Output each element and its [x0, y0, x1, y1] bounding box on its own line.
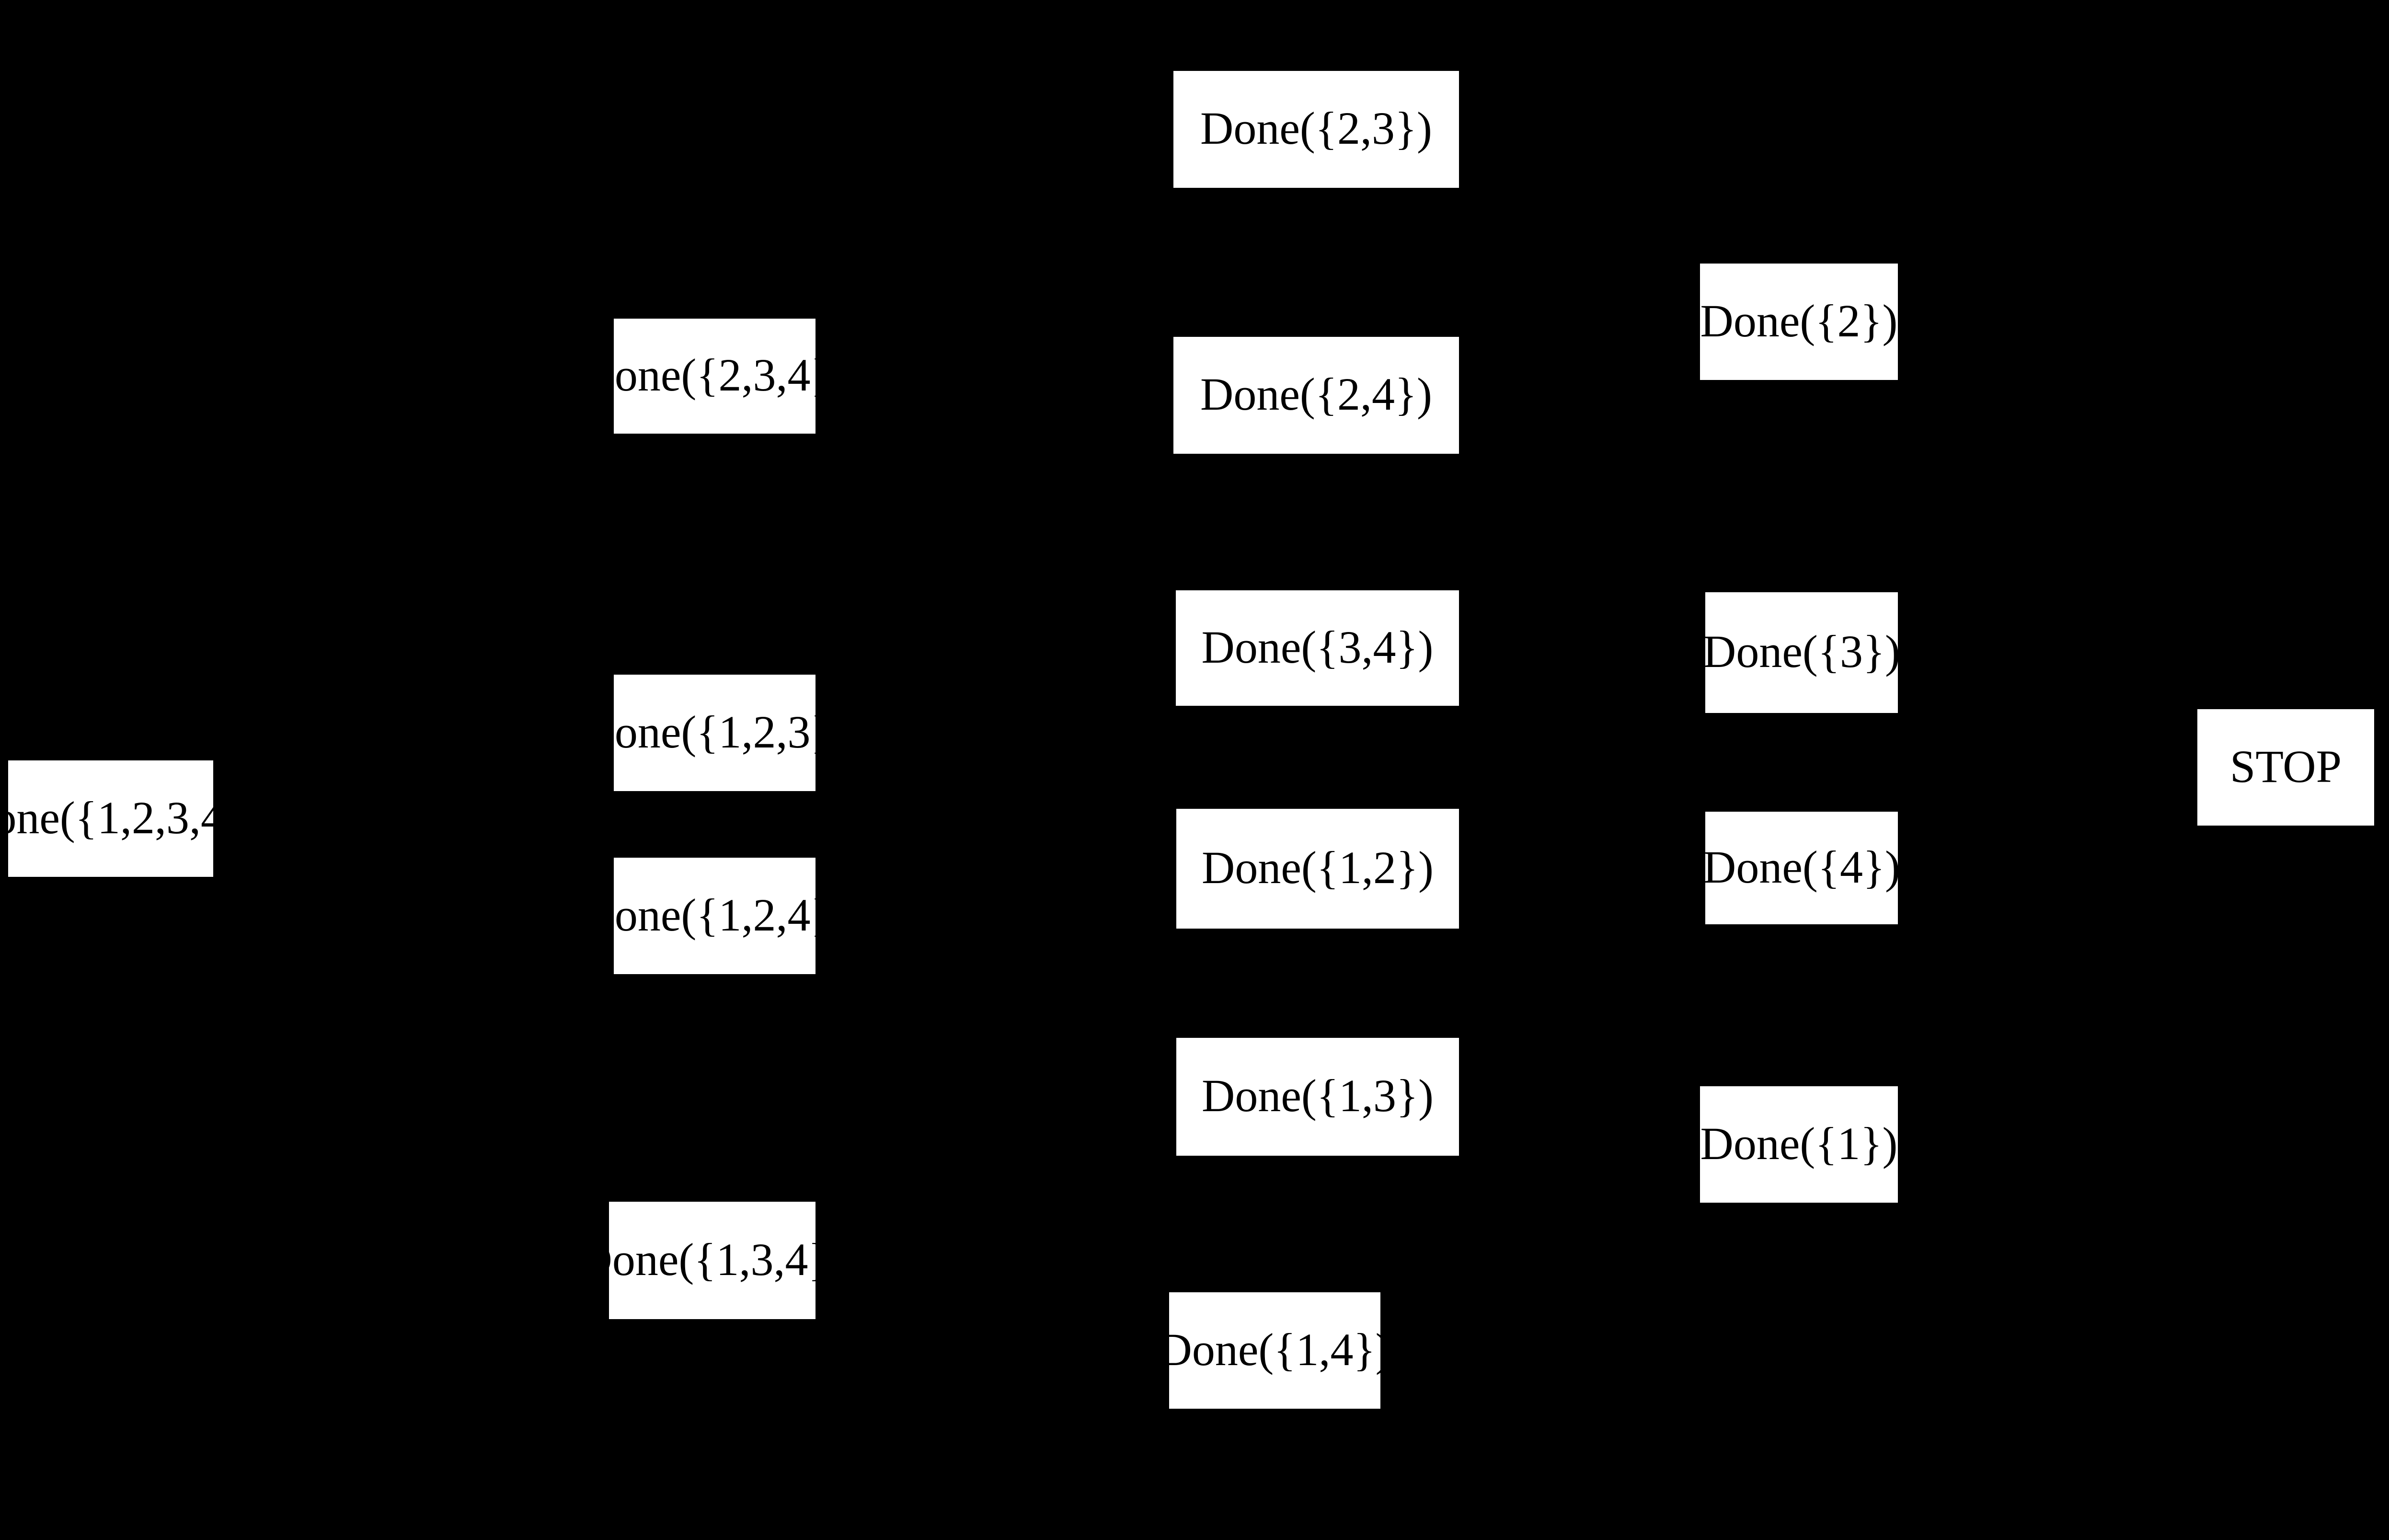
- node-done-12[interactable]: Done({1,2}): [1176, 809, 1459, 929]
- node-done-1234[interactable]: Done({1,2,3,4}): [0, 760, 261, 877]
- node-label: STOP: [2229, 740, 2342, 792]
- node-label: Done({2,3}): [1200, 103, 1433, 154]
- node-label: Done({1,2,3,4}): [0, 792, 262, 843]
- node-label: Done({2}): [1700, 295, 1898, 346]
- node-done-34[interactable]: Done({3,4}): [1176, 590, 1459, 706]
- node-label: Done({2,4}): [1200, 368, 1433, 420]
- node-label: Done({3}): [1702, 626, 1901, 677]
- node-label: Done({1,2,3}): [581, 706, 848, 758]
- node-done-4[interactable]: Done({4}): [1702, 812, 1901, 924]
- node-stop[interactable]: STOP: [2197, 709, 2374, 826]
- node-label: Done({1,2}): [1201, 842, 1434, 893]
- node-done-14[interactable]: Done({1,4}): [1159, 1292, 1391, 1409]
- node-label: Done({1,3,4}): [579, 1233, 846, 1285]
- node-label: Done({3,4}): [1201, 621, 1434, 673]
- node-label: Done({1,2,4}): [581, 889, 848, 941]
- node-done-134[interactable]: Done({1,3,4}): [579, 1202, 846, 1319]
- node-done-2[interactable]: Done({2}): [1700, 264, 1898, 380]
- node-label: Done({4}): [1702, 841, 1901, 893]
- node-label: Done({2,3,4}): [581, 349, 848, 401]
- node-done-123[interactable]: Done({1,2,3}): [581, 675, 848, 791]
- node-done-124[interactable]: Done({1,2,4}): [581, 858, 848, 974]
- node-label: Done({1}): [1700, 1117, 1898, 1169]
- node-label: Done({1,4}): [1159, 1323, 1391, 1375]
- node-done-13[interactable]: Done({1,3}): [1176, 1038, 1459, 1156]
- node-done-1[interactable]: Done({1}): [1700, 1086, 1898, 1203]
- node-label: Done({1,3}): [1201, 1070, 1434, 1121]
- node-done-3[interactable]: Done({3}): [1702, 592, 1901, 713]
- node-done-23[interactable]: Done({2,3}): [1173, 71, 1459, 188]
- node-done-234[interactable]: Done({2,3,4}): [581, 319, 848, 434]
- node-done-24[interactable]: Done({2,4}): [1173, 337, 1459, 454]
